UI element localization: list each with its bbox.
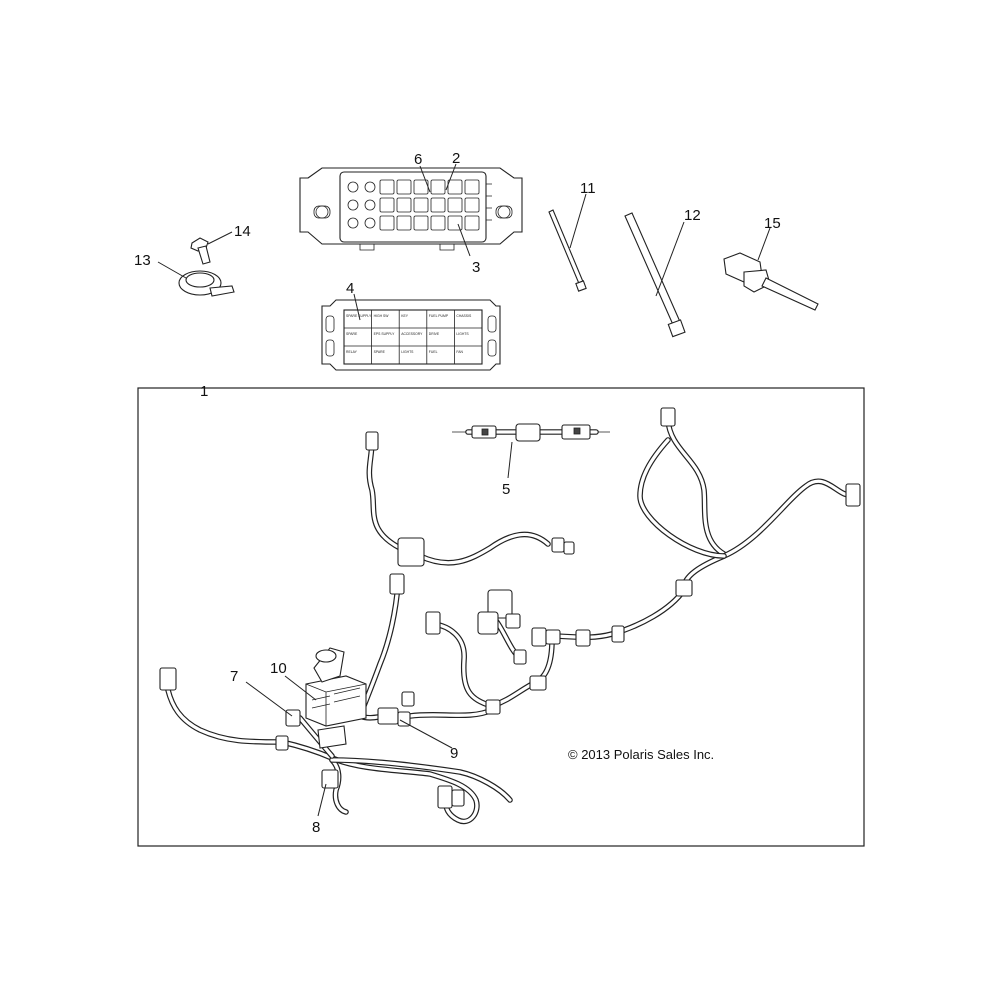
callout-15: 15 xyxy=(764,215,781,232)
callout-7: 7 xyxy=(230,668,238,685)
callout-14: 14 xyxy=(234,223,251,240)
fuse-cover-label: LIGHTS xyxy=(456,332,469,336)
cable-tie-short xyxy=(548,209,587,292)
fuse-cover-label: CHASSIS xyxy=(456,314,472,318)
fuse-cover-label: SPARE xyxy=(374,350,386,354)
callout-11: 11 xyxy=(580,180,596,197)
hose-clamp xyxy=(178,270,235,297)
callout-13: 13 xyxy=(134,252,151,269)
copyright-notice: © 2013 Polaris Sales Inc. xyxy=(568,747,714,762)
callout-9: 9 xyxy=(450,745,458,762)
callout-3: 3 xyxy=(472,259,480,276)
callout-10: 10 xyxy=(270,660,287,677)
callout-8: 8 xyxy=(312,819,320,836)
jumper-harness xyxy=(452,423,610,442)
fuse-cover-label: FUEL PUMP xyxy=(429,314,449,318)
fuse-cover-label: RELAY xyxy=(346,350,358,354)
fuse-cover-label: EPS SUPPLY xyxy=(374,332,396,336)
cable-tie-long xyxy=(624,212,686,338)
fuse-cover-label: HIGH SW xyxy=(374,314,390,318)
fuse-box-base xyxy=(299,167,523,251)
leader-lines xyxy=(157,163,771,817)
edge-clip-tie xyxy=(723,252,819,311)
fuse-cover-label: ACCESSORY xyxy=(401,332,423,336)
callout-2: 2 xyxy=(452,150,460,167)
fuse-cover-label: LIGHTS xyxy=(401,350,414,354)
callout-12: 12 xyxy=(684,207,701,224)
callout-1: 1 xyxy=(200,383,208,400)
callout-4: 4 xyxy=(346,280,354,297)
main-wiring-harness xyxy=(159,407,861,825)
callout-labels: 1 2 3 4 5 6 7 8 9 10 11 12 13 14 15 xyxy=(134,150,781,836)
fuse-cover-label: DRIVE xyxy=(429,332,440,336)
fuse-cover-label: FAN xyxy=(456,350,463,354)
callout-6: 6 xyxy=(414,151,422,168)
bolt xyxy=(190,237,211,265)
harness-frame xyxy=(137,387,865,847)
callout-5: 5 xyxy=(502,481,510,498)
fuse-cover-label: SPARE xyxy=(346,332,358,336)
fuse-cover-label: KEY xyxy=(401,314,409,318)
fuse-cover-label: FUEL xyxy=(429,350,438,354)
